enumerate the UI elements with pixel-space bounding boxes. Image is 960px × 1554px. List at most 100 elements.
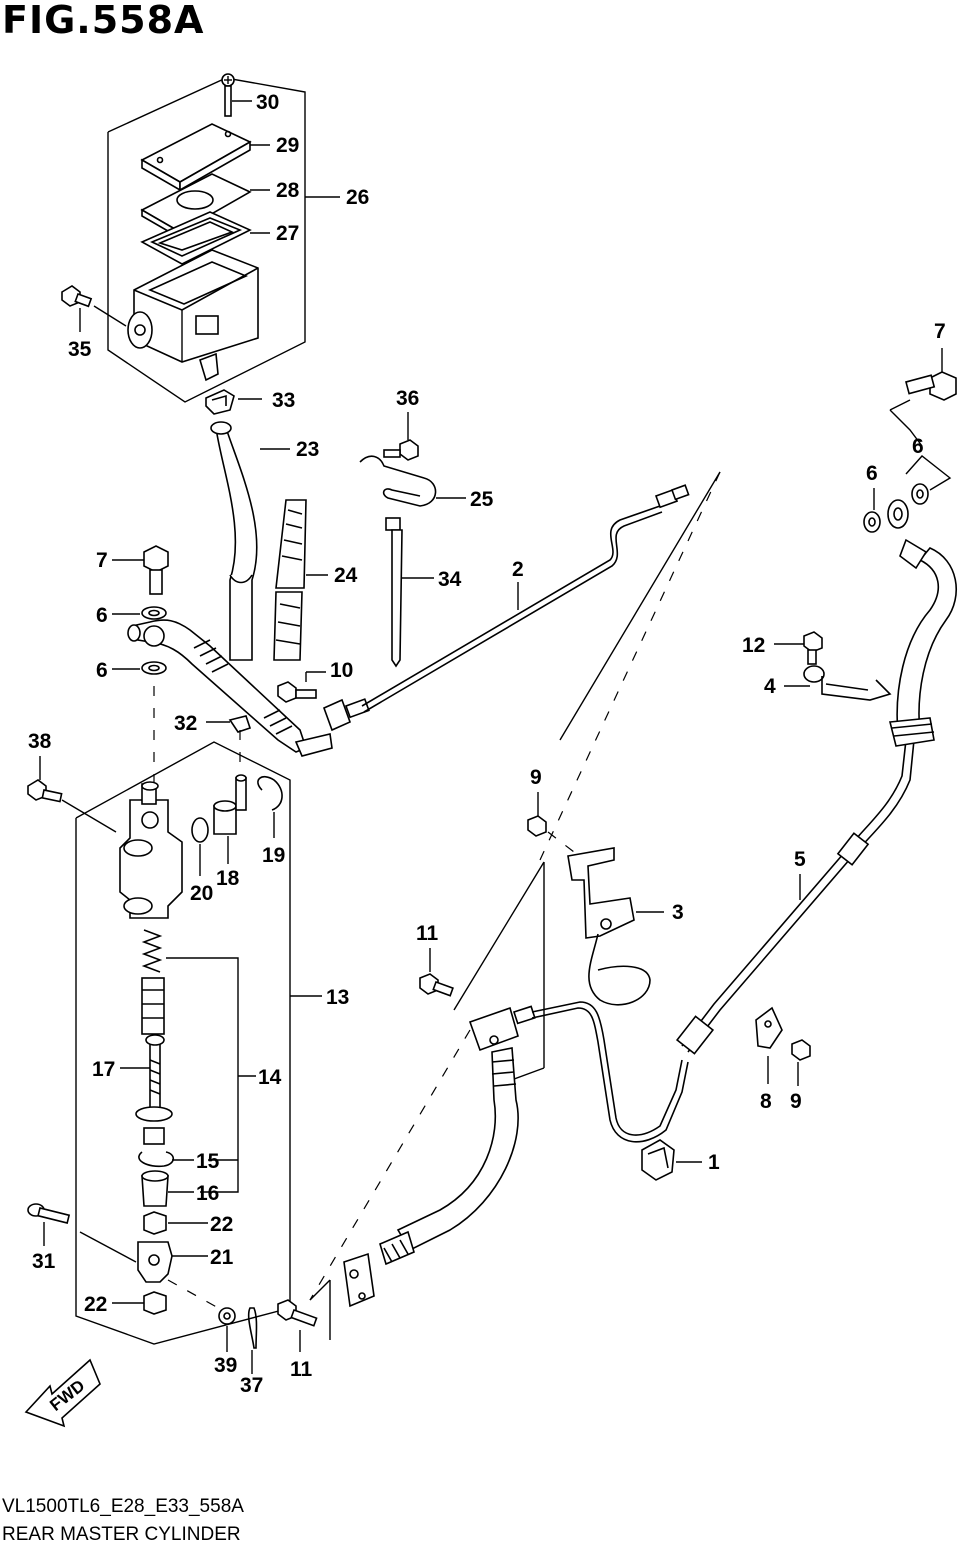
brake-hose-lower[interactable] [343,1047,519,1308]
boot-16[interactable] [141,1170,194,1207]
washer-6-right-b[interactable] [911,483,929,505]
callout-16: 16 [196,1182,219,1205]
nut-22-lower[interactable] [112,1291,167,1315]
bolt-9-lower[interactable] [791,1039,811,1086]
callout-7-left: 7 [96,549,108,572]
callout-13: 13 [326,986,349,1009]
bolt-11-lower[interactable] [277,1299,318,1352]
callout-11-upper: 11 [416,922,439,945]
callout-36: 36 [396,387,419,410]
nut-22-upper[interactable] [143,1211,208,1235]
callout-27: 27 [276,222,299,245]
callout-31: 31 [32,1250,56,1273]
reservoir-joint-18[interactable] [213,774,247,864]
washer-39[interactable] [218,1307,236,1352]
callout-5: 5 [794,848,806,871]
o-ring-20[interactable] [191,817,209,876]
hose-clamp-33[interactable] [205,389,262,415]
brake-pipe-loop[interactable] [588,933,651,1006]
cable-tie-34[interactable] [385,517,434,668]
master-cylinder-body[interactable] [119,781,183,919]
pin-31[interactable] [27,1203,137,1263]
callout-22-upper: 22 [210,1213,233,1236]
union-bolt-7[interactable] [112,545,169,595]
callout-7-right: 7 [934,320,946,343]
callout-29: 29 [276,134,299,157]
circlip-15[interactable] [138,1151,194,1168]
callout-10: 10 [330,659,353,682]
hose-protector-24[interactable] [273,499,328,661]
callout-12: 12 [742,634,765,657]
callout-28: 28 [276,179,300,202]
callout-32: 32 [174,712,197,735]
callout-19: 19 [262,844,285,867]
callout-6-right-a: 6 [866,462,878,485]
piston-assembly[interactable] [141,977,165,1035]
callout-18: 18 [216,867,240,890]
callout-22-lower: 22 [84,1293,107,1316]
brake-hose-master[interactable] [127,619,333,757]
washer-6-upper[interactable] [112,606,167,620]
reservoir-body[interactable] [127,249,259,382]
callout-38: 38 [28,730,52,753]
callout-6-left-lower: 6 [96,659,108,682]
callout-9-upper: 9 [530,766,542,789]
diagram-code: VL1500TL6_E28_E33_558A [2,1496,244,1517]
clip-1[interactable] [641,1139,702,1181]
callout-9-lower: 9 [790,1090,802,1113]
callout-3: 3 [672,901,684,924]
washer-6-lower[interactable] [112,661,167,675]
callout-4: 4 [764,675,776,698]
reservoir-cap-29[interactable] [140,123,270,192]
bolt-11-upper[interactable] [419,948,454,997]
reservoir-hose-23[interactable] [210,421,290,661]
spring[interactable] [141,929,163,973]
callout-21: 21 [210,1246,234,1269]
callout-2: 2 [512,558,524,581]
rod-nut-and-boot[interactable] [135,1106,173,1145]
callout-6-left-upper: 6 [96,604,108,627]
hose-clip-32[interactable] [206,715,252,733]
bracket-14 [166,957,256,1193]
clevis-21[interactable] [137,1241,208,1283]
callout-15: 15 [196,1150,220,1173]
bolt-12[interactable] [774,631,823,665]
circlip-19[interactable] [257,775,283,838]
washer-6-right-a[interactable] [863,488,881,533]
push-rod-17[interactable] [120,1034,165,1111]
reservoir-screw-30[interactable] [221,73,252,117]
callout-25: 25 [470,488,494,511]
callout-34: 34 [438,568,462,591]
brake-hose-upper[interactable] [887,499,958,747]
bolt-35[interactable] [61,285,127,332]
callout-8: 8 [760,1090,772,1113]
brake-pipe-2[interactable] [322,484,690,732]
callout-26: 26 [346,186,369,209]
callout-6-right-b: 6 [912,435,924,458]
bolt-38[interactable] [27,756,117,833]
reservoir-diaphragm-27[interactable] [140,211,270,265]
cotter-pin-37[interactable] [247,1307,258,1374]
callout-1: 1 [708,1151,720,1174]
callout-30: 30 [256,91,279,114]
callout-11-lower: 11 [290,1358,313,1381]
clamp-25[interactable] [359,455,466,507]
callout-17: 17 [92,1058,115,1081]
bracket-3[interactable] [567,847,664,939]
bolt-10[interactable] [277,671,326,703]
hose-clamp-8[interactable] [755,1006,783,1084]
bolt-36[interactable] [383,412,419,461]
callout-35: 35 [68,338,92,361]
clamp-4[interactable] [784,665,892,701]
bolt-9-upper[interactable] [527,792,547,837]
callout-37: 37 [240,1374,263,1397]
callout-39: 39 [214,1354,237,1377]
forward-direction-arrow: FWD [24,1358,101,1428]
union-bolt-7-right[interactable] [889,348,957,411]
hose-junction[interactable] [468,1001,689,1143]
brake-hose-5[interactable] [675,739,915,1055]
callout-23: 23 [296,438,319,461]
callout-20: 20 [190,882,213,905]
callout-33: 33 [272,389,295,412]
